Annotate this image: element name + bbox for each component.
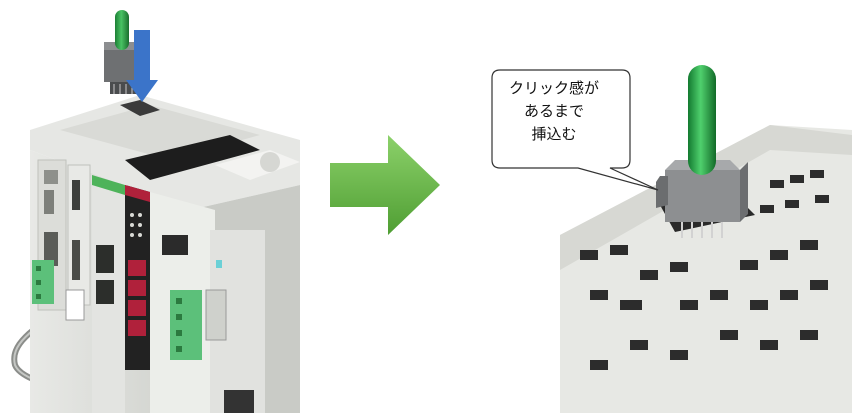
callout-line-3: 挿込む	[531, 125, 577, 143]
right-arrow-icon	[330, 135, 440, 235]
down-arrow-icon	[126, 30, 158, 102]
zoomed-connector-illustration	[491, 65, 852, 413]
callout: クリック感が あるまで 挿込む	[478, 77, 630, 146]
callout-line-1: クリック感が	[508, 79, 599, 97]
callout-line-2: あるまで	[523, 102, 584, 120]
callout-bubble	[491, 69, 659, 191]
plc-unit-illustration	[11, 10, 300, 413]
